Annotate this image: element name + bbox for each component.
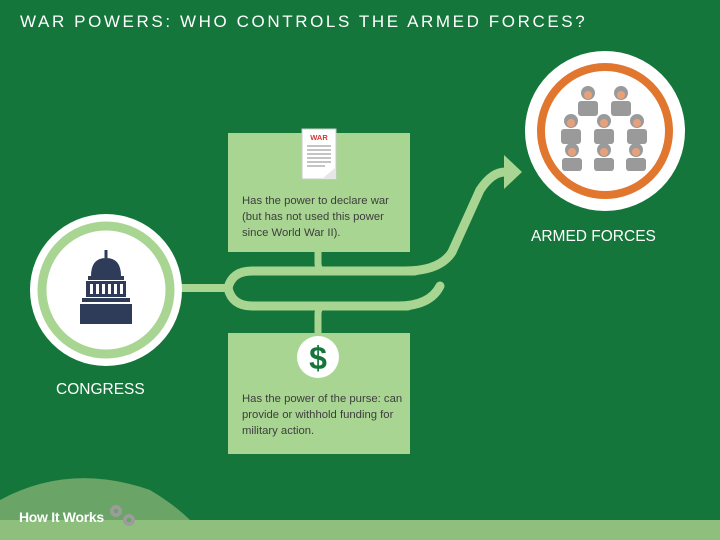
- war-document-label: WAR: [310, 133, 328, 142]
- purse-power-text: Has the power of the purse: can provide …: [242, 393, 403, 437]
- armed-forces-label: ARMED FORCES: [531, 228, 656, 245]
- footer-logo: How It Works: [19, 509, 104, 525]
- purse-stem: [314, 302, 330, 337]
- war-stem: [314, 248, 330, 275]
- lower-lane-to-forces: [393, 281, 445, 311]
- congress-label: CONGRESS: [56, 381, 145, 398]
- capitol-icon: [80, 250, 132, 324]
- connector-paths: [178, 167, 510, 337]
- dollar-icon: $: [297, 336, 339, 378]
- arrow-head: [504, 155, 522, 189]
- congress-ring: [37, 221, 175, 359]
- footer-band: [0, 520, 720, 540]
- gears-icon: [110, 505, 135, 526]
- war-power-text: Has the power to declare war (but has no…: [242, 195, 389, 239]
- soldiers-icon: [561, 86, 647, 171]
- lane-to-forces: [400, 167, 510, 276]
- page-title: WAR POWERS: WHO CONTROLS THE ARMED FORCE…: [20, 12, 588, 31]
- dollar-symbol: $: [309, 340, 327, 376]
- lower-lane: [223, 283, 413, 311]
- document-icon: WAR: [301, 128, 337, 180]
- forces-ring: [537, 63, 673, 199]
